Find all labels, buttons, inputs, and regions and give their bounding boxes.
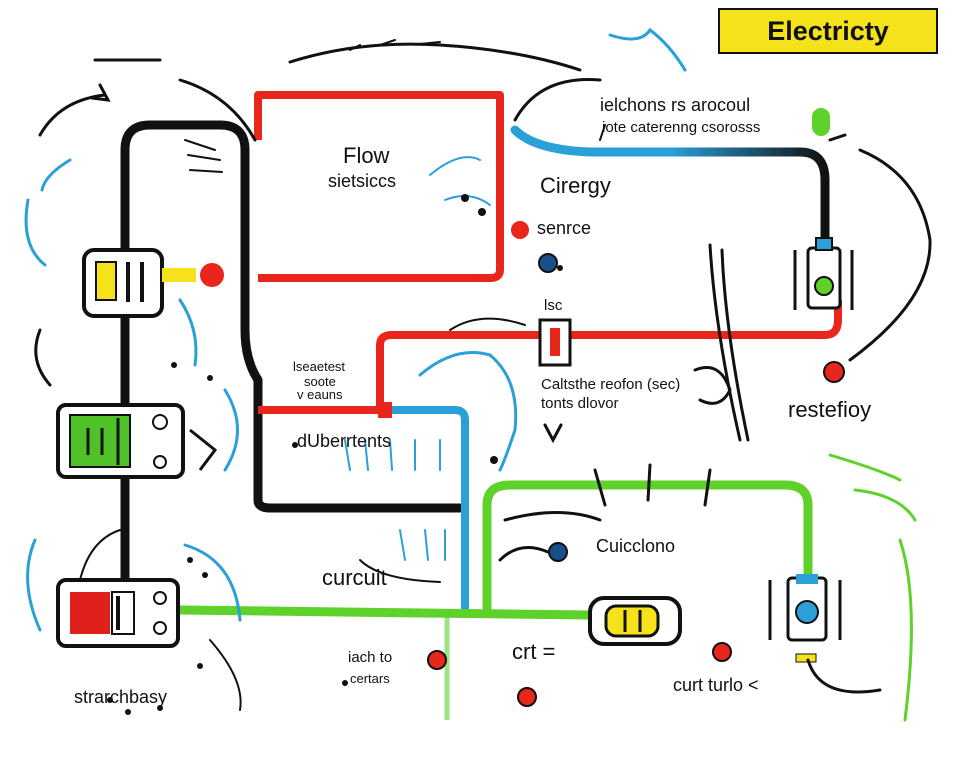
capacitor-icon	[588, 596, 682, 646]
label-crt: crt =	[512, 639, 556, 664]
resistor-icon	[538, 318, 572, 367]
label-small-2: soote	[304, 374, 336, 389]
label-strarchbasy: strarchbasy	[74, 687, 168, 707]
label-certars: certars	[350, 671, 390, 686]
connector-blue-dot	[538, 253, 558, 273]
label-callout-1: Caltsthe reofon (sec)	[541, 376, 681, 393]
connector-red-dot	[511, 221, 529, 239]
wire-red-upper-loop	[254, 91, 504, 282]
connector-red-dot	[712, 642, 732, 662]
sketch-dots	[107, 194, 563, 715]
label-senrce: senrce	[537, 218, 592, 238]
label-small-3: v eauns	[297, 387, 343, 402]
wire-blue-vertical	[380, 406, 469, 610]
connector-red-dot	[427, 650, 447, 670]
wire-green-bottom	[175, 605, 595, 620]
wire-blue-top-arc	[510, 125, 830, 245]
junction-red	[378, 402, 392, 418]
connector-red-dot	[823, 361, 845, 383]
label-curt-turlo: curt turlo <	[673, 675, 759, 695]
label-box: lsc	[544, 297, 563, 314]
label-restefioy: restefioy	[788, 397, 872, 422]
connector-red-dot	[517, 687, 537, 707]
plug-icon	[812, 108, 830, 136]
battery-red-icon	[56, 578, 180, 648]
label-cuicclono: Cuicclono	[596, 536, 676, 556]
switch-icon	[82, 248, 224, 318]
connector-blue-dot	[548, 542, 568, 562]
label-flow: Flow	[343, 143, 390, 168]
battery-icon	[56, 403, 218, 479]
label-top-right-2: iote caterenng csorosss	[602, 119, 761, 136]
label-callout-2: tonts dlovor	[541, 395, 619, 412]
label-lach-to: iach to	[348, 649, 393, 666]
label-cirergy: Cirergy	[540, 173, 611, 198]
meter-icon	[793, 237, 854, 310]
label-duberrtt: dUberrtents	[297, 431, 392, 451]
label-flow-sub: sietsiccs	[328, 171, 397, 191]
meter-bottom-icon	[768, 574, 842, 663]
label-top-right-1: ielchons rs arocoul	[600, 95, 751, 115]
page-title: Electricty	[767, 15, 889, 46]
wire-black-left-loop	[120, 120, 465, 620]
label-small-1: lseaetest	[293, 359, 346, 374]
wire-red-middle	[258, 300, 842, 414]
label-curcuit: curcuit	[322, 565, 387, 590]
sketch-strokes	[24, 27, 932, 722]
title-box: Electricty	[718, 8, 938, 54]
